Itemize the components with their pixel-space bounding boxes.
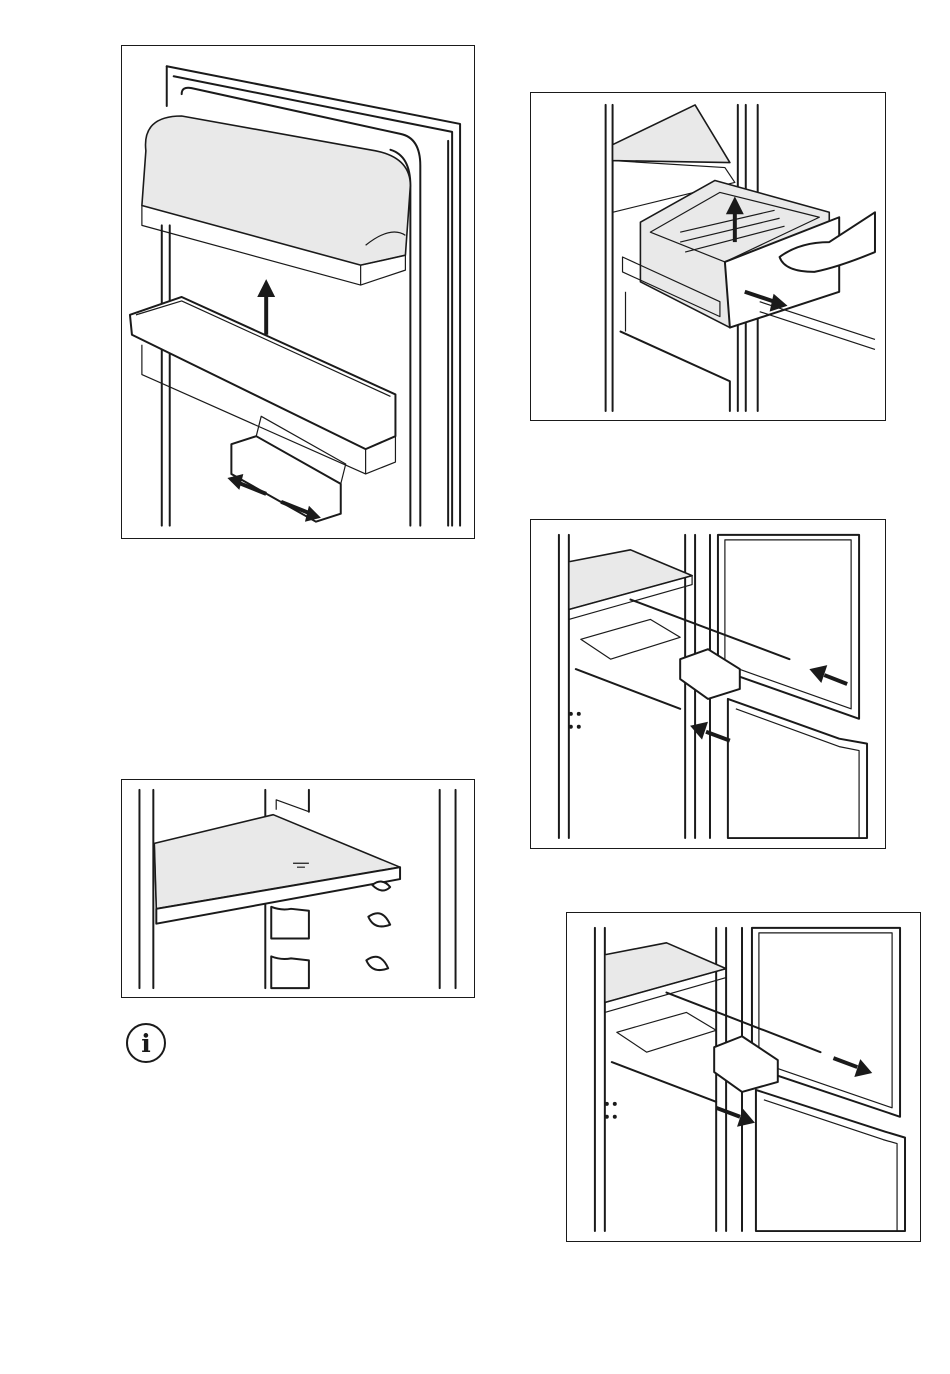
glass-shelf-illustration — [122, 780, 474, 997]
info-icon: i — [124, 1021, 168, 1065]
figure-glass-shelf — [121, 779, 475, 998]
hinge-rails-slide-illustration — [567, 913, 920, 1241]
drawer-removal-illustration — [531, 93, 885, 420]
figure-door-balcony — [121, 45, 475, 539]
figure-drawer-removal — [530, 92, 886, 421]
right-arrow — [716, 1108, 740, 1117]
door-balcony-illustration — [122, 46, 474, 538]
info-glyph: i — [141, 1029, 151, 1058]
figure-hinge-rails-insert — [530, 519, 886, 849]
figure-hinge-rails-slide — [566, 912, 921, 1242]
hinge-rails-insert-illustration — [531, 520, 885, 848]
